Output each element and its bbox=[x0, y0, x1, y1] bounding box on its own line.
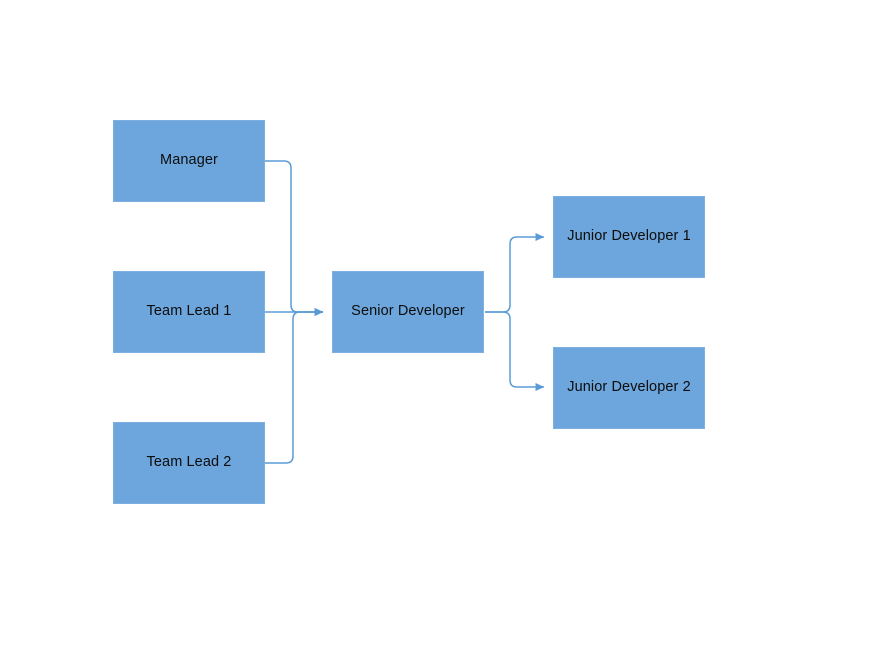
node-team-lead-1[interactable]: Team Lead 1 bbox=[113, 271, 265, 353]
node-senior-developer[interactable]: Senior Developer bbox=[332, 271, 484, 353]
node-junior-developer-1-label: Junior Developer 1 bbox=[567, 228, 691, 245]
edge-lead2-senior bbox=[265, 308, 324, 464]
edge-senior-junior1 bbox=[485, 233, 545, 313]
node-team-lead-1-label: Team Lead 1 bbox=[146, 303, 232, 320]
node-team-lead-2-label: Team Lead 2 bbox=[146, 454, 232, 471]
node-manager-label: Manager bbox=[160, 152, 218, 169]
node-manager[interactable]: Manager bbox=[113, 120, 265, 202]
node-junior-developer-1[interactable]: Junior Developer 1 bbox=[553, 196, 705, 278]
edge-senior-junior2 bbox=[485, 311, 545, 391]
node-junior-developer-2-label: Junior Developer 2 bbox=[567, 379, 691, 396]
edge-manager-senior bbox=[265, 160, 324, 316]
node-team-lead-2[interactable]: Team Lead 2 bbox=[113, 422, 265, 504]
node-junior-developer-2[interactable]: Junior Developer 2 bbox=[553, 347, 705, 429]
node-senior-developer-label: Senior Developer bbox=[351, 303, 465, 320]
